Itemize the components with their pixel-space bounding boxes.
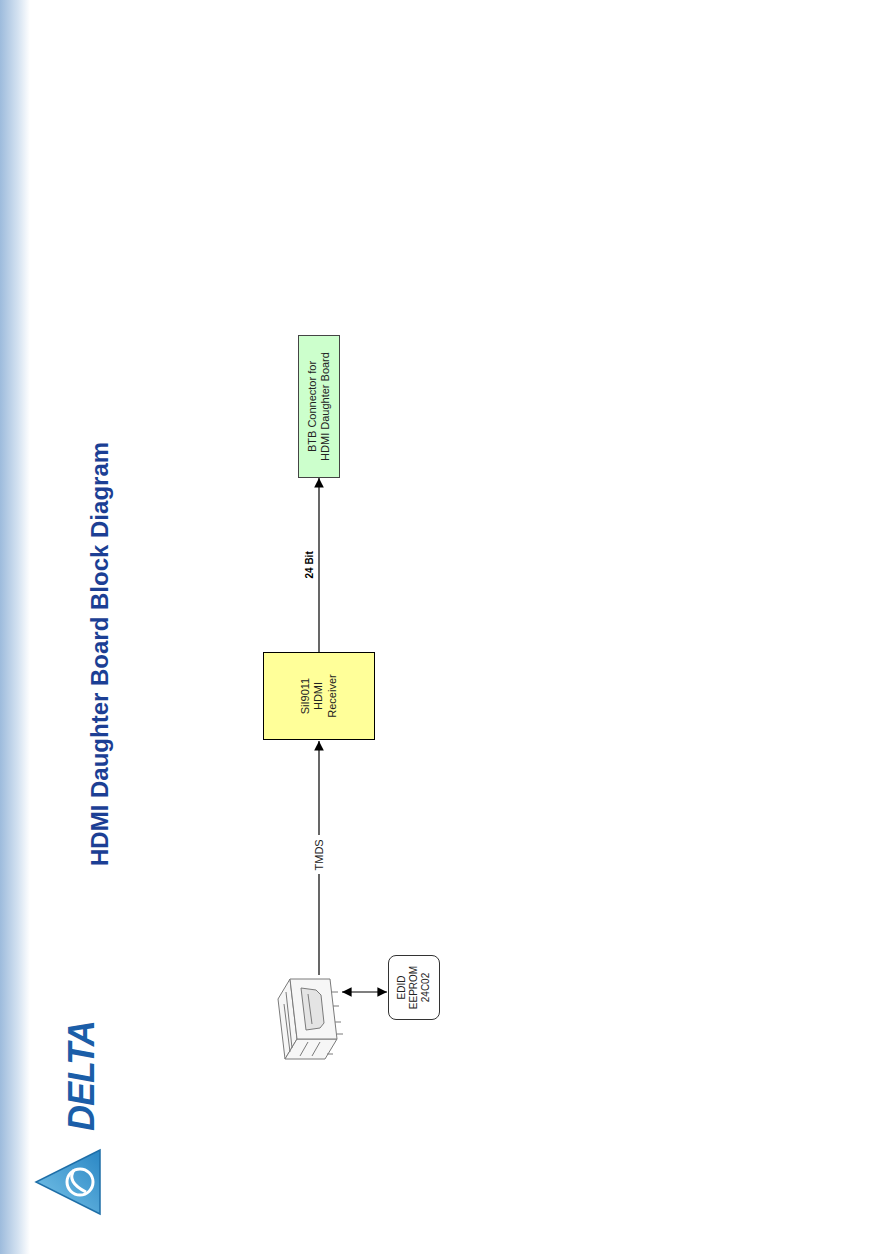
bus-width-label: 24 Bit — [304, 551, 315, 578]
i2c-double-arrow — [342, 991, 387, 992]
logo-text: DELTA — [61, 1021, 103, 1131]
box-text: EDID EEPROM 24C02 — [396, 961, 432, 1015]
header-band — [0, 0, 30, 1254]
box-text: SiI9011 HDMI Receiver — [299, 666, 339, 726]
box-text: BTB Connector for HDMI Daughter Board — [306, 349, 332, 465]
delta-logo-mark — [36, 1150, 100, 1214]
connector-box: BTB Connector for HDMI Daughter Board — [298, 335, 340, 478]
signal-label: TMDS — [313, 835, 325, 874]
receiver-box: SiI9011 HDMI Receiver — [263, 652, 375, 740]
slide-title: HDMI Daughter Board Block Diagram — [86, 442, 114, 866]
signal-arrow — [318, 478, 319, 652]
hdmi-connector-illustration — [278, 979, 343, 1059]
eeprom-box: EDID EEPROM 24C02 — [388, 955, 440, 1020]
